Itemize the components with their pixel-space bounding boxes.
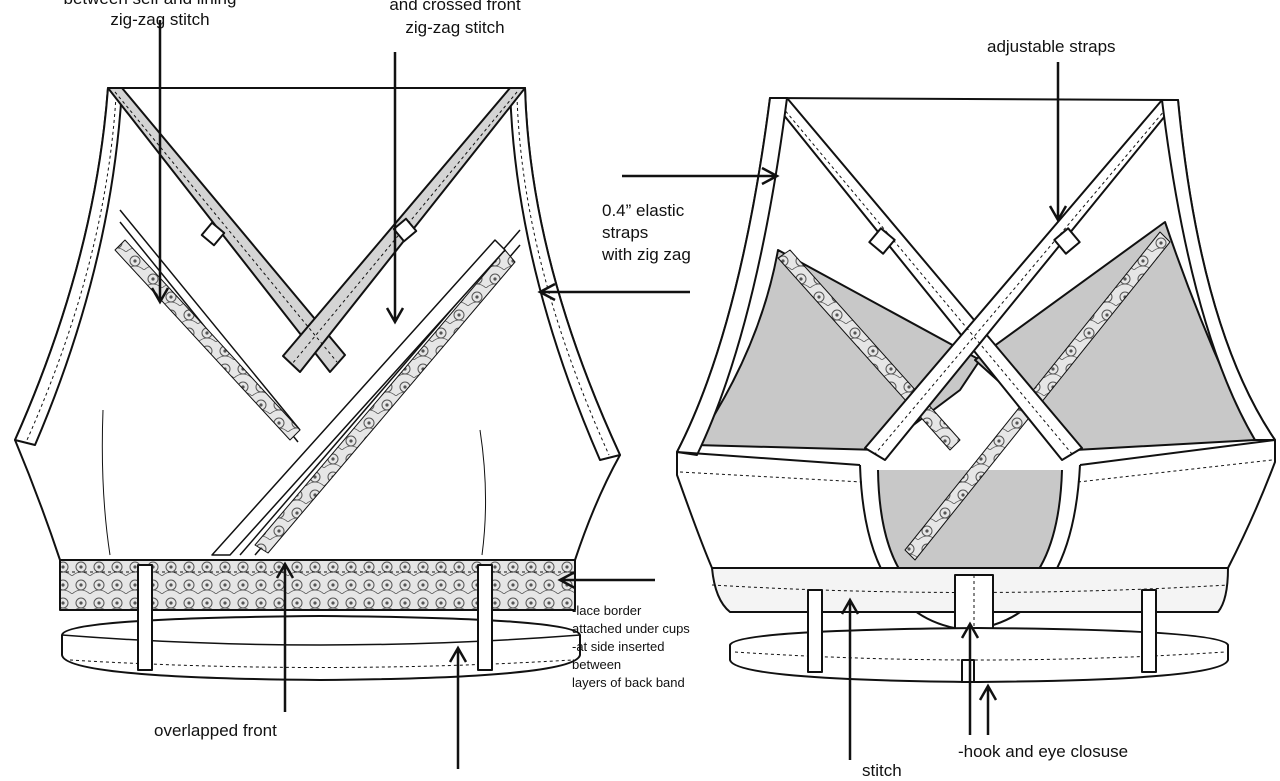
label-lace-line5: layers of back band xyxy=(572,675,685,690)
arrow-elastic-to-back xyxy=(622,166,780,186)
label-stitch-bottom: stitch xyxy=(862,761,902,780)
arrow-adjustable-straps xyxy=(1048,62,1068,223)
label-lace-line1: -lace border xyxy=(572,603,642,618)
label-elastic-line1: 0.4” elastic xyxy=(602,201,685,220)
front-underband xyxy=(61,615,581,681)
label-top-left-line1: between self and lining xyxy=(20,0,280,9)
front-view xyxy=(14,87,621,681)
back-left-side-strap xyxy=(676,97,788,456)
back-right-slider xyxy=(1053,227,1081,255)
front-left-side-strap-stitch xyxy=(26,95,117,441)
arrow-hook-eye-2 xyxy=(978,683,998,735)
arrow-back-stitch xyxy=(840,597,860,760)
arrow-lace-border xyxy=(557,570,655,590)
arrow-front-band xyxy=(448,645,468,769)
label-lace-line4: between xyxy=(572,657,622,672)
arrow-crossed-front xyxy=(385,52,405,325)
front-overlap-band xyxy=(211,239,506,556)
back-right-side-tape xyxy=(1141,589,1157,673)
label-elastic-line3: with zig zag xyxy=(602,245,691,264)
label-elastic-line2: straps xyxy=(602,223,649,242)
label-overlapped-front: overlapped front xyxy=(154,721,277,740)
arrow-hook-eye-1 xyxy=(960,621,980,735)
front-right-side-tape xyxy=(477,564,493,671)
front-right-side-strap xyxy=(509,87,621,461)
front-right-lace xyxy=(254,249,516,554)
back-left-side-tape xyxy=(807,589,823,673)
label-lace-line2: attached under cups xyxy=(572,621,690,636)
label-adjustable-straps: adjustable straps xyxy=(987,37,1116,56)
arrow-elastic-to-front xyxy=(537,282,690,302)
front-left-slider xyxy=(200,221,226,247)
label-lace-line3: -at side inserted xyxy=(572,639,665,654)
arrow-zigzag-left xyxy=(150,20,170,305)
front-right-slider xyxy=(392,217,418,243)
front-right-side-strap-stitch xyxy=(516,95,610,456)
front-left-side-strap xyxy=(14,87,123,446)
label-top-left-line2: zig-zag stitch xyxy=(110,10,210,29)
arrow-overlapped-front xyxy=(275,561,295,712)
front-left-side-tape xyxy=(137,564,153,671)
back-left-slider xyxy=(868,227,896,255)
label-hook-eye: -hook and eye closuse xyxy=(958,742,1129,761)
label-top-mid-line1: and crossed front xyxy=(389,0,521,14)
label-top-mid-line2: zig-zag stitch xyxy=(405,18,505,37)
callout-arrows xyxy=(150,20,1068,769)
back-view xyxy=(676,97,1276,683)
back-underband xyxy=(729,627,1229,683)
front-strap-left-to-right xyxy=(107,87,346,373)
